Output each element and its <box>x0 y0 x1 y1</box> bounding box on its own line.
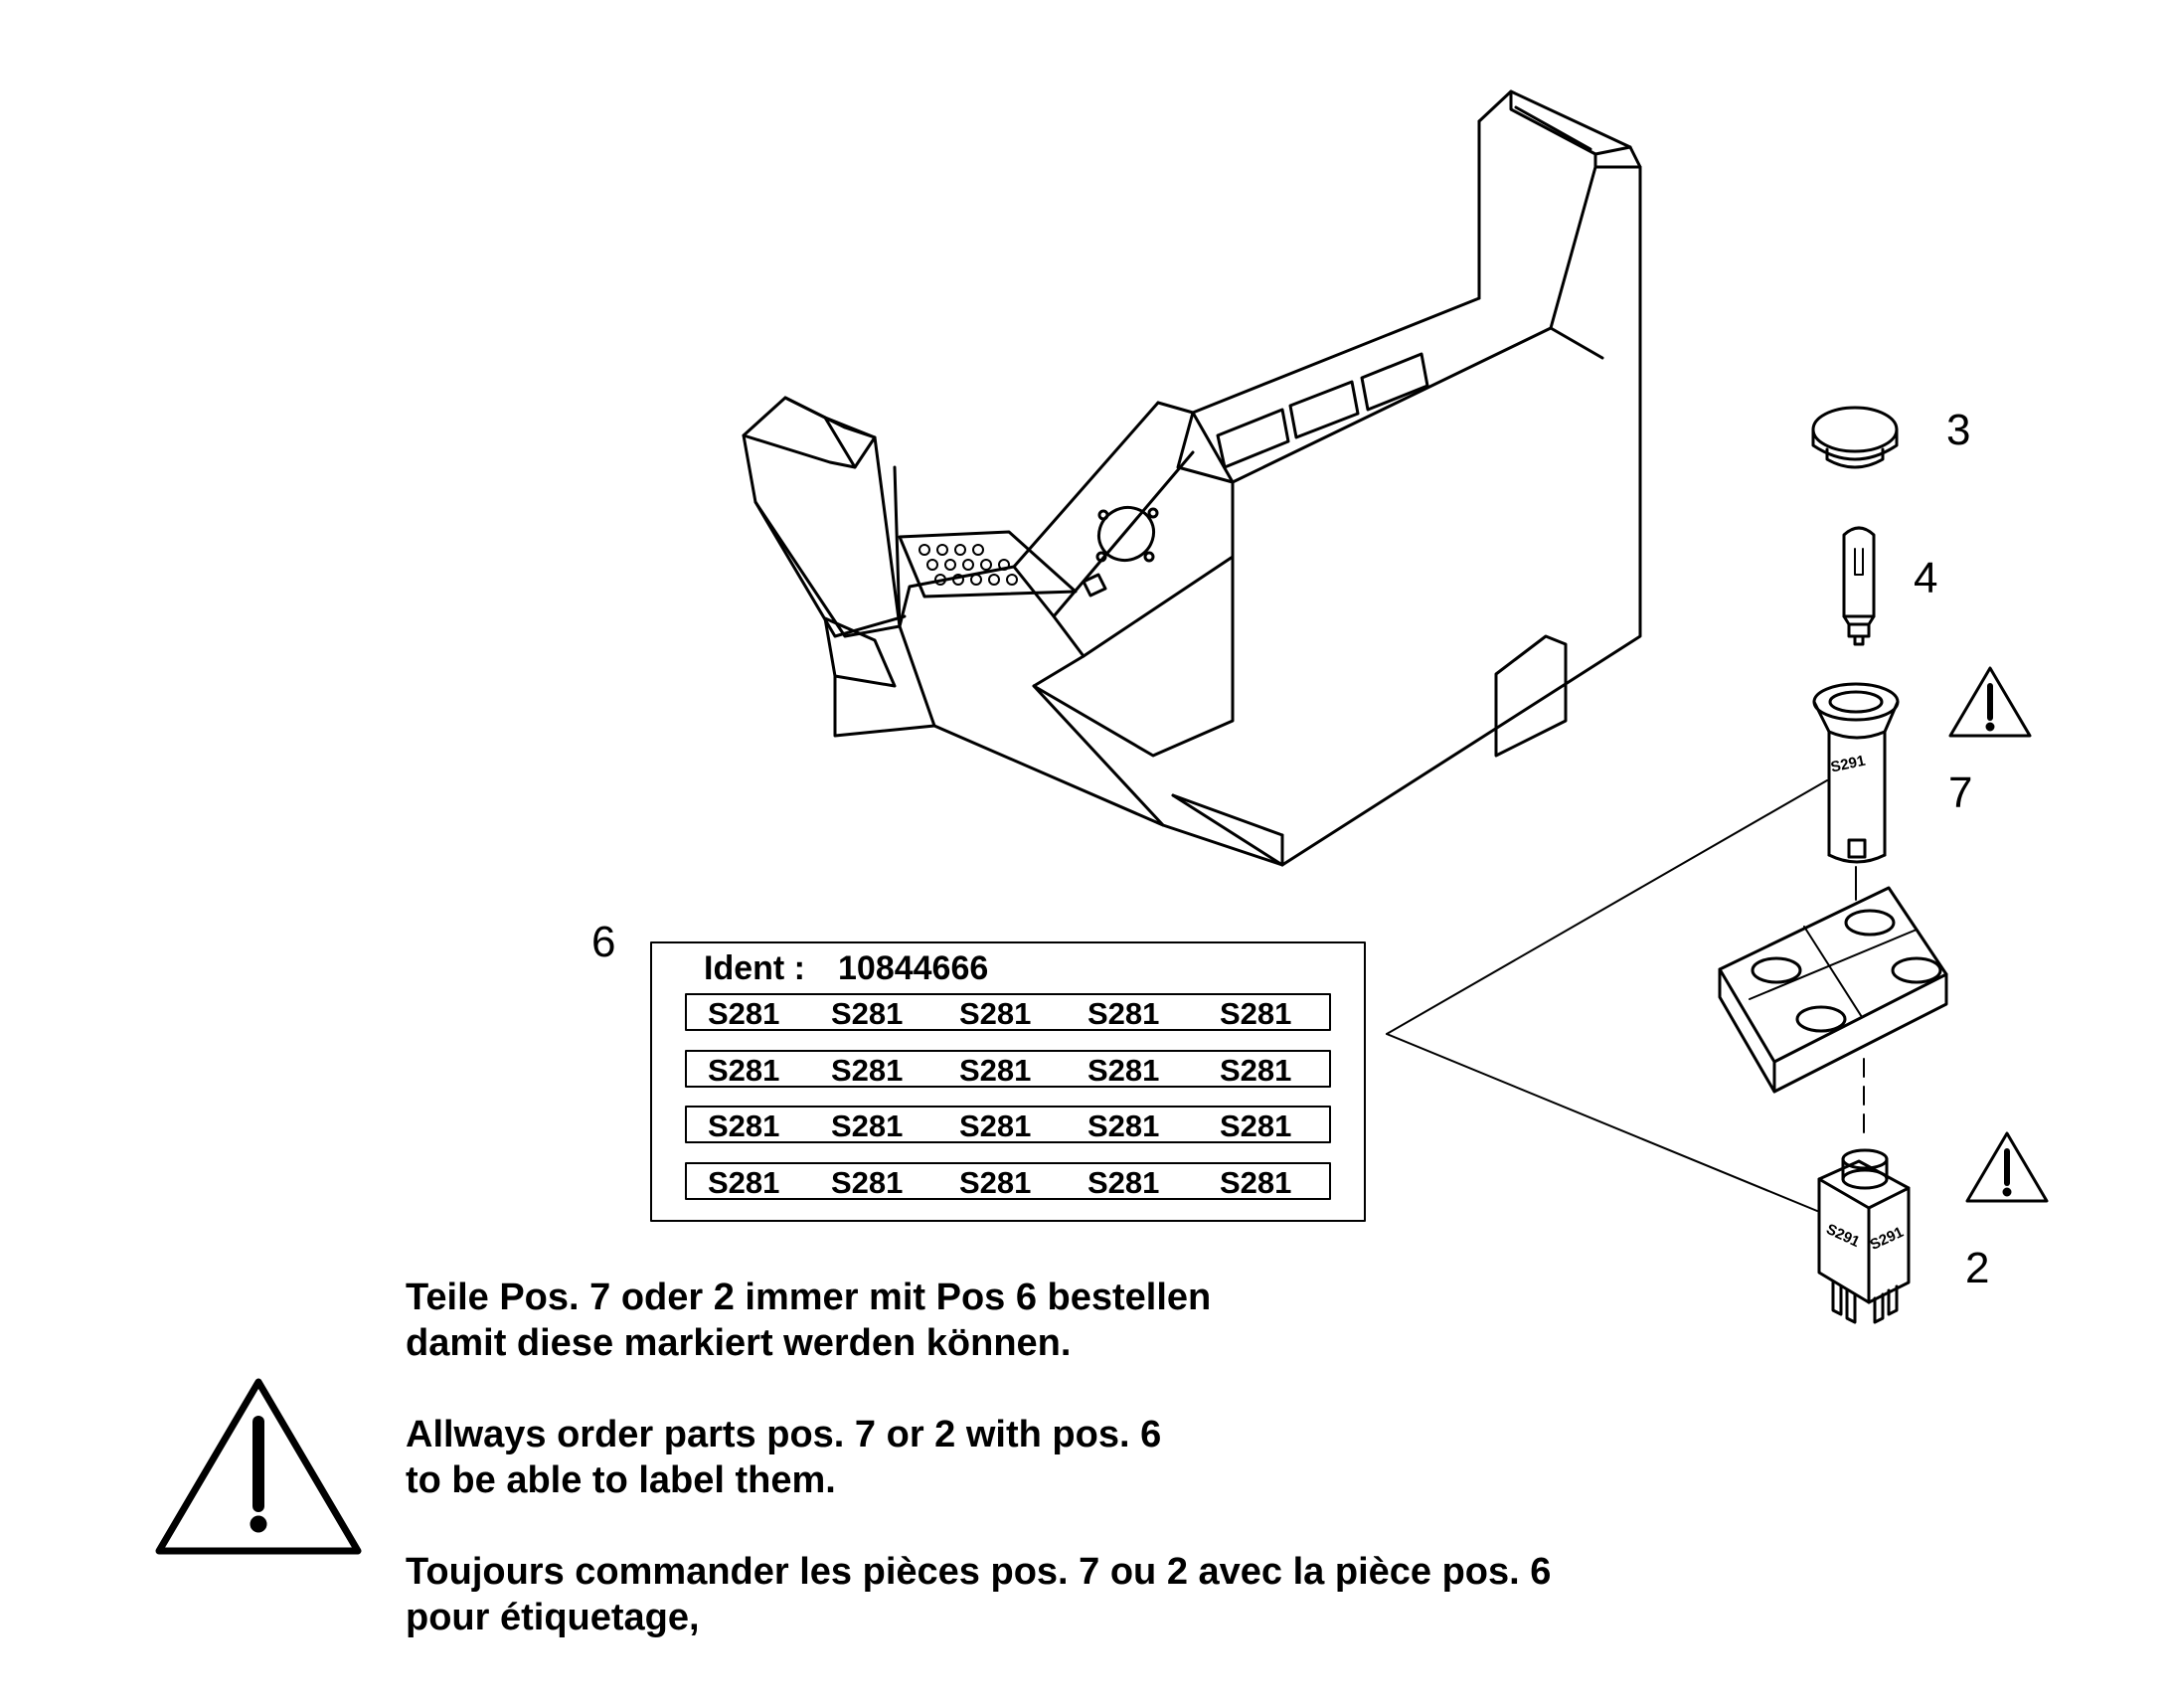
label-cell: S281 <box>959 996 1031 1031</box>
push-button-part <box>1812 682 1900 901</box>
note-line: to be able to label them. <box>406 1459 836 1501</box>
note-french: Toujours commander les pièces pos. 7 ou … <box>406 1549 1551 1640</box>
leader-line-to-part-7 <box>1386 779 1828 1035</box>
warning-icon-large <box>155 1378 362 1555</box>
label-cell: S281 <box>831 1109 903 1143</box>
label-cell: S281 <box>831 1165 903 1200</box>
label-cell: S281 <box>1220 1109 1291 1143</box>
cap-part <box>1811 406 1899 469</box>
callout-6: 6 <box>591 918 615 966</box>
label-cell: S281 <box>831 996 903 1031</box>
label-cell: S281 <box>708 1053 779 1088</box>
note-german: Teile Pos. 7 oder 2 immer mit Pos 6 best… <box>406 1275 1211 1366</box>
callout-2: 2 <box>1965 1244 1989 1292</box>
leader-line-to-part-2 <box>1386 1033 1818 1212</box>
note-english: Allways order parts pos. 7 or 2 with pos… <box>406 1412 1161 1503</box>
note-line: damit diese markiert werden können. <box>406 1322 1072 1364</box>
label-cell: S281 <box>1087 996 1159 1031</box>
label-cell: S281 <box>1087 1109 1159 1143</box>
label-cell: S281 <box>959 1109 1031 1143</box>
label-cell: S281 <box>708 1109 779 1143</box>
note-line: Teile Pos. 7 oder 2 immer mit Pos 6 best… <box>406 1277 1212 1318</box>
callout-4: 4 <box>1914 554 1937 602</box>
warning-icon <box>1948 666 2032 738</box>
label-sheet <box>650 941 1366 1222</box>
bulb-part <box>1842 526 1876 646</box>
label-cell: S281 <box>1220 1053 1291 1088</box>
label-cell: S281 <box>959 1165 1031 1200</box>
mounting-plate <box>1718 886 1948 1134</box>
label-sheet-cells: S281 S281 S281 S281 S281 S281 S281 S281 … <box>708 996 1291 1200</box>
note-line: Toujours commander les pièces pos. 7 ou … <box>406 1551 1552 1593</box>
warning-icon <box>1965 1131 2049 1203</box>
label-sheet-ident-label: Ident : <box>704 949 805 987</box>
switch-base-marking-right: S291 <box>1868 1224 1907 1254</box>
label-cell: S281 <box>1087 1165 1159 1200</box>
label-cell: S281 <box>1220 996 1291 1031</box>
switch-part <box>1817 1148 1911 1324</box>
switch-base-marking-left: S291 <box>1823 1221 1862 1251</box>
note-line: pour étiquetage, <box>406 1597 700 1638</box>
callout-3: 3 <box>1946 406 1970 454</box>
label-cell: S281 <box>1220 1165 1291 1200</box>
label-sheet-ident-number: 10844666 <box>838 949 988 987</box>
label-cell: S281 <box>708 1165 779 1200</box>
note-line: Allways order parts pos. 7 or 2 with pos… <box>406 1414 1162 1455</box>
label-cell: S281 <box>959 1053 1031 1088</box>
callout-7: 7 <box>1948 769 1972 817</box>
label-cell: S281 <box>708 996 779 1031</box>
label-cell: S281 <box>1087 1053 1159 1088</box>
label-cell: S281 <box>831 1053 903 1088</box>
switch-top-marking: S291 <box>1829 753 1867 776</box>
centre-console <box>742 89 1642 867</box>
